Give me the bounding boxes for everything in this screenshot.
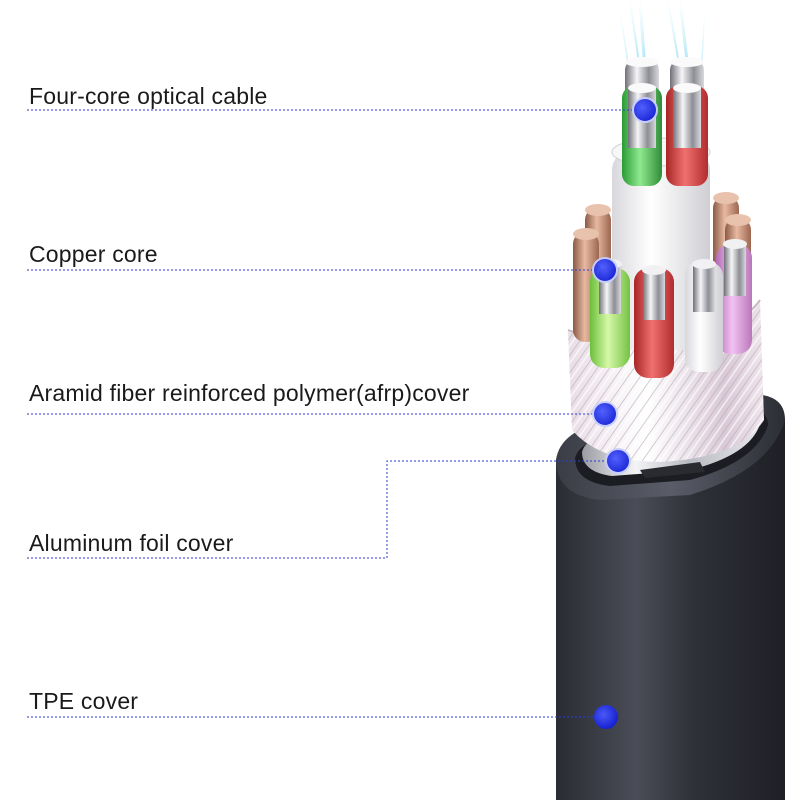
callout-marker-icon [632, 97, 658, 123]
leader-lines [27, 109, 645, 718]
fiber-glow-streaks [619, 0, 706, 91]
label-copper-core: Copper core [29, 241, 158, 267]
callout-markers [592, 97, 658, 729]
callout-marker-icon [592, 257, 618, 283]
callout-marker-icon [605, 448, 631, 474]
label-aramid-fiber-cover: Aramid fiber reinforced polymer(afrp)cov… [29, 380, 470, 406]
label-tpe-cover: TPE cover [29, 688, 139, 714]
label-aluminum-foil-cover: Aluminum foil cover [29, 530, 234, 556]
label-four-core-optical-cable: Four-core optical cable [29, 83, 268, 109]
leader-line-foil [27, 460, 618, 559]
callout-marker-icon [592, 401, 618, 427]
copper-core-cluster [573, 137, 752, 378]
callout-marker-icon [594, 705, 618, 729]
